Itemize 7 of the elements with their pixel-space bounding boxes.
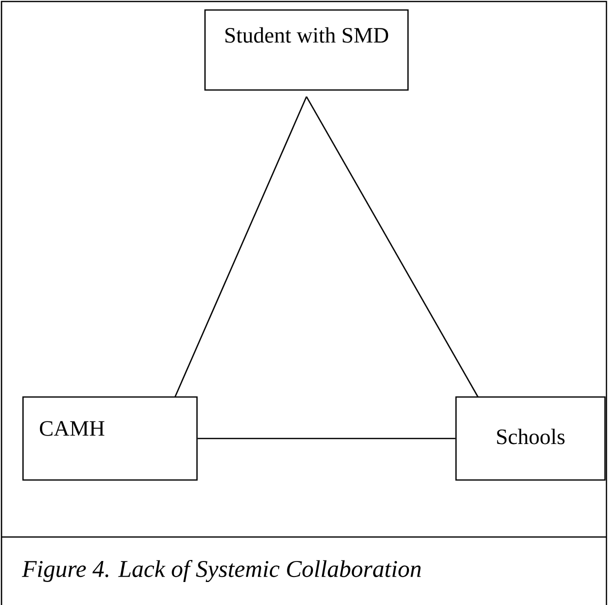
box: Student with SMD <box>204 9 409 91</box>
connector-line <box>306 96 479 398</box>
box: CAMH <box>22 396 198 481</box>
figure-caption: Figure 4. Lack of Systemic Collaboration <box>22 560 421 582</box>
connector-line <box>174 96 308 398</box>
box: Schools <box>455 396 606 481</box>
connector-line <box>198 438 456 440</box>
